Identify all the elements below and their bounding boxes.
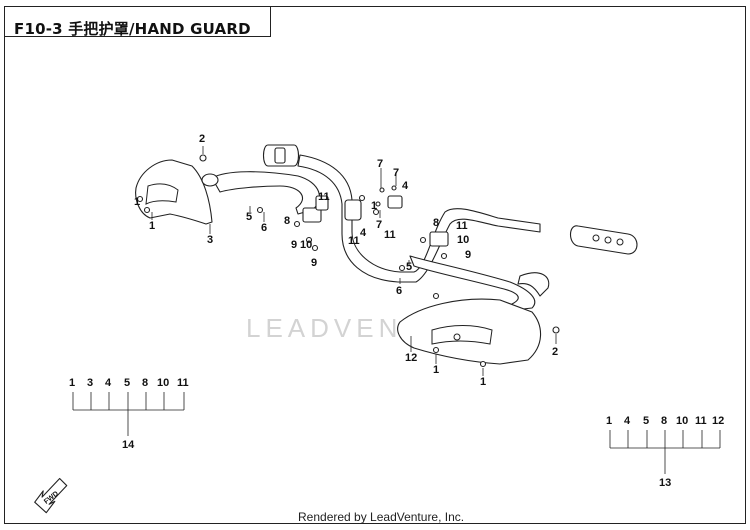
left-support-arm [211,171,321,215]
kit14-part: 10 [157,377,169,389]
kit14-part: 3 [87,377,93,389]
kit13-part: 8 [661,415,667,427]
callout-3: 3 [207,234,213,246]
callout-9: 9 [291,239,297,251]
callout-12: 12 [405,352,417,364]
callout-11: 11 [456,220,468,232]
kit14-part: 5 [124,377,130,389]
callout-1: 1 [480,376,486,388]
kit-14-group: 1 3 4 5 8 10 11 14 [69,377,189,451]
callout-11: 11 [318,191,330,203]
callout-1: 1 [149,220,155,232]
left-grip-end [274,147,286,164]
right-grip [569,225,638,255]
kit14-part: 1 [69,377,75,389]
kit13-part: 10 [676,415,688,427]
callouts: 2 1 1 3 5 6 8 11 9 10 9 7 7 4 1 4 11 7 1… [134,133,558,388]
kit13-part: 11 [695,415,707,427]
callout-5: 5 [246,211,252,223]
kit14-part: 11 [177,377,189,389]
title-box: F10-3 手把护罩/HAND GUARD [4,6,271,38]
left-hand-guard [135,159,213,225]
kit14-label: 14 [122,439,135,451]
callout-10: 10 [300,239,312,251]
right-clamp [429,231,449,247]
page-title: F10-3 手把护罩/HAND GUARD [14,20,251,38]
left-clamp-b [315,195,329,211]
kit14-part: 8 [142,377,148,389]
kit14-part: 4 [105,377,112,389]
callout-7: 7 [376,219,382,231]
callout-8: 8 [433,217,439,229]
kit13-part: 4 [624,415,631,427]
kit-13-group: 1 4 5 8 10 11 12 13 [606,415,724,489]
screws [136,154,560,368]
callout-1: 1 [371,200,377,212]
callout-4: 4 [402,180,409,192]
kit13-part: 12 [712,415,724,427]
kit13-label: 13 [659,477,671,489]
callout-4: 4 [360,227,367,239]
callout-5: 5 [406,261,412,273]
left-clamp [302,207,322,223]
leader-lines [151,146,557,376]
callout-11: 11 [384,229,396,241]
callout-7: 7 [393,167,399,179]
mirror-clamp [344,199,362,221]
fwd-arrow-icon: FWD [34,477,68,514]
callout-2: 2 [552,346,558,358]
callout-2: 2 [199,133,205,145]
footer-credit: Rendered by LeadVenture, Inc. [298,510,465,524]
callout-7: 7 [377,158,383,170]
callout-9: 9 [465,249,471,261]
callout-6: 6 [396,285,402,297]
callout-10: 10 [457,234,469,246]
right-clamp-a [387,195,403,209]
callout-1: 1 [134,196,140,208]
kit13-part: 5 [643,415,649,427]
callout-1: 1 [433,364,439,376]
kit13-part: 1 [606,415,612,427]
drawing-frame [4,6,746,524]
right-hand-guard [397,298,542,365]
callout-9: 9 [311,257,317,269]
callout-6: 6 [261,222,267,234]
callout-11: 11 [348,235,360,247]
callout-8: 8 [284,215,290,227]
